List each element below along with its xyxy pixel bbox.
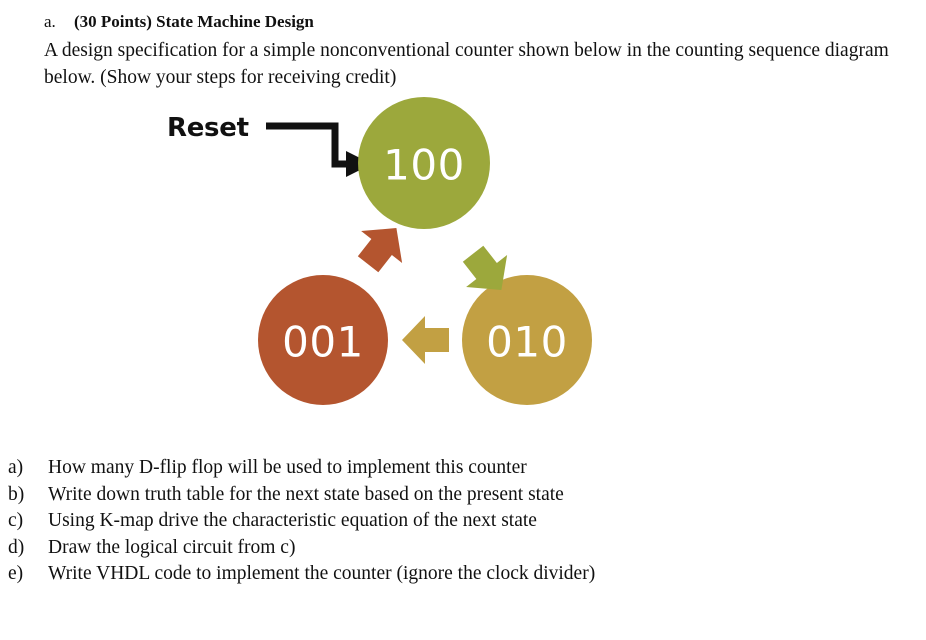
title-text: (30 Points) State Machine Design — [74, 12, 314, 31]
page-title: a. (30 Points) State Machine Design — [44, 10, 904, 34]
state-node-010[interactable]: 010 — [462, 275, 592, 405]
list-item-text: Write down truth table for the next stat… — [48, 483, 564, 505]
transition-arrow-001-to-100[interactable] — [348, 212, 417, 280]
question-list: a) How many D-flip flop will be used to … — [8, 455, 888, 588]
transition-arrow-100-to-010[interactable] — [453, 238, 522, 306]
list-item-marker: b) — [8, 483, 25, 505]
list-item: d) Draw the logical circuit from c) — [8, 535, 888, 562]
state-circle-010 — [462, 275, 592, 405]
header-block: a. (30 Points) State Machine Design A des… — [44, 10, 904, 91]
state-circle-100 — [358, 97, 490, 229]
title-marker: a. — [44, 12, 56, 31]
state-node-100[interactable]: 100 — [358, 97, 490, 229]
transition-arrow-010-to-001[interactable] — [402, 316, 449, 364]
list-item-text: Using K-map drive the characteristic equ… — [48, 510, 537, 531]
state-label-010: 010 — [486, 318, 568, 367]
reset-arrow-icon — [266, 122, 372, 177]
list-item-text: How many D-flip flop will be used to imp… — [48, 457, 527, 478]
state-label-100: 100 — [383, 141, 465, 190]
list-item: c) Using K-map drive the characteristic … — [8, 508, 888, 535]
list-item-marker: d) — [8, 536, 25, 558]
state-label-001: 001 — [282, 318, 364, 367]
list-item: b) Write down truth table for the next s… — [8, 482, 888, 509]
state-machine-diagram: Reset 100 001 010 — [0, 96, 660, 426]
list-item-marker: e) — [8, 563, 24, 584]
list-item: a) How many D-flip flop will be used to … — [8, 455, 888, 482]
list-item-marker: c) — [8, 510, 24, 531]
state-circle-001 — [258, 275, 388, 405]
list-item-marker: a) — [8, 457, 24, 478]
reset-label: Reset — [167, 113, 249, 143]
list-item-text: Write VHDL code to implement the counter… — [48, 563, 596, 584]
state-node-001[interactable]: 001 — [258, 275, 388, 405]
list-item-text: Draw the logical circuit from c) — [48, 536, 296, 558]
intro-paragraph: A design specification for a simple nonc… — [44, 40, 889, 88]
list-item: e) Write VHDL code to implement the coun… — [8, 561, 888, 588]
